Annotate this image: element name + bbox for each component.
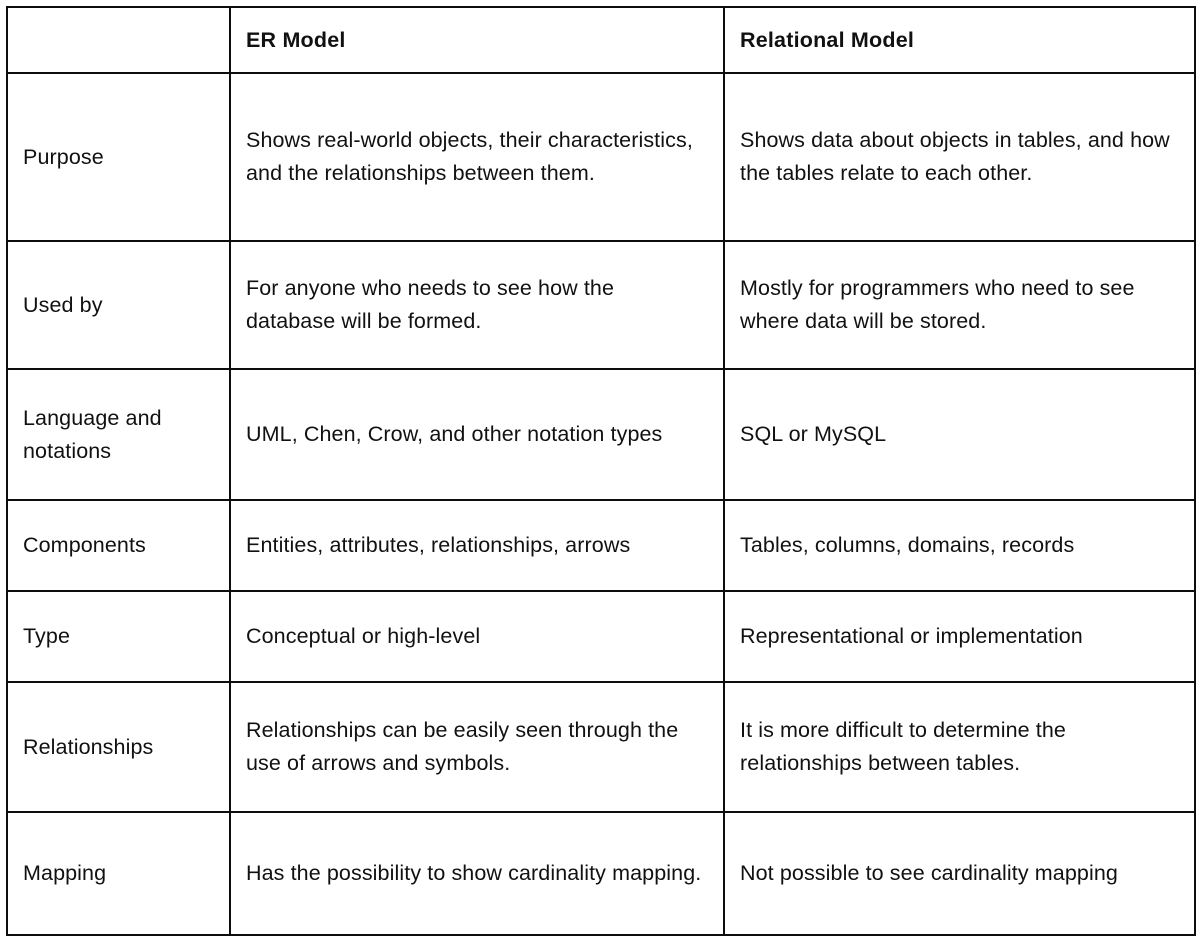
cell-mapping-er-model: Has the possibility to show cardinality … xyxy=(229,811,725,936)
table-body: Purpose Shows real-world objects, their … xyxy=(6,72,1196,936)
column-header-relational-model: Relational Model xyxy=(723,6,1196,74)
cell-used-by-er-model: For anyone who needs to see how the data… xyxy=(229,240,725,370)
table-row: Components Entities, attributes, relatio… xyxy=(6,499,1196,592)
er-vs-relational-comparison-table: ER Model Relational Model Purpose Shows … xyxy=(6,6,1196,936)
row-label-used-by: Used by xyxy=(6,240,231,370)
cell-mapping-relational-model: Not possible to see cardinality mapping xyxy=(723,811,1196,936)
cell-type-relational-model: Representational or implementation xyxy=(723,590,1196,683)
cell-purpose-relational-model: Shows data about objects in tables, and … xyxy=(723,72,1196,242)
cell-components-er-model: Entities, attributes, relationships, arr… xyxy=(229,499,725,592)
column-header-attribute xyxy=(6,7,231,74)
cell-language-er-model: UML, Chen, Crow, and other notation type… xyxy=(229,368,725,501)
cell-relationships-er-model: Relationships can be easily seen through… xyxy=(229,681,725,813)
cell-type-er-model: Conceptual or high-level xyxy=(229,590,725,683)
cell-relationships-relational-model: It is more difficult to determine the re… xyxy=(723,681,1196,813)
row-label-language-and-notations: Language and notations xyxy=(6,368,231,501)
table-row: Used by For anyone who needs to see how … xyxy=(6,240,1196,370)
row-label-type: Type xyxy=(6,590,231,683)
table-row: Language and notations UML, Chen, Crow, … xyxy=(6,368,1196,501)
cell-components-relational-model: Tables, columns, domains, records xyxy=(723,499,1196,592)
cell-language-relational-model: SQL or MySQL xyxy=(723,368,1196,501)
cell-purpose-er-model: Shows real-world objects, their characte… xyxy=(229,72,725,242)
comparison-table-page: ER Model Relational Model Purpose Shows … xyxy=(6,6,1196,936)
column-header-er-model: ER Model xyxy=(229,6,725,74)
row-label-components: Components xyxy=(6,499,231,592)
table-row: Mapping Has the possibility to show card… xyxy=(6,811,1196,936)
table-row: Purpose Shows real-world objects, their … xyxy=(6,72,1196,242)
table-header: ER Model Relational Model xyxy=(6,6,1196,74)
row-label-purpose: Purpose xyxy=(6,72,231,242)
table-row: Relationships Relationships can be easil… xyxy=(6,681,1196,813)
row-label-relationships: Relationships xyxy=(6,681,231,813)
header-row: ER Model Relational Model xyxy=(6,6,1196,74)
table-row: Type Conceptual or high-level Representa… xyxy=(6,590,1196,683)
row-label-mapping: Mapping xyxy=(6,811,231,936)
cell-used-by-relational-model: Mostly for programmers who need to see w… xyxy=(723,240,1196,370)
